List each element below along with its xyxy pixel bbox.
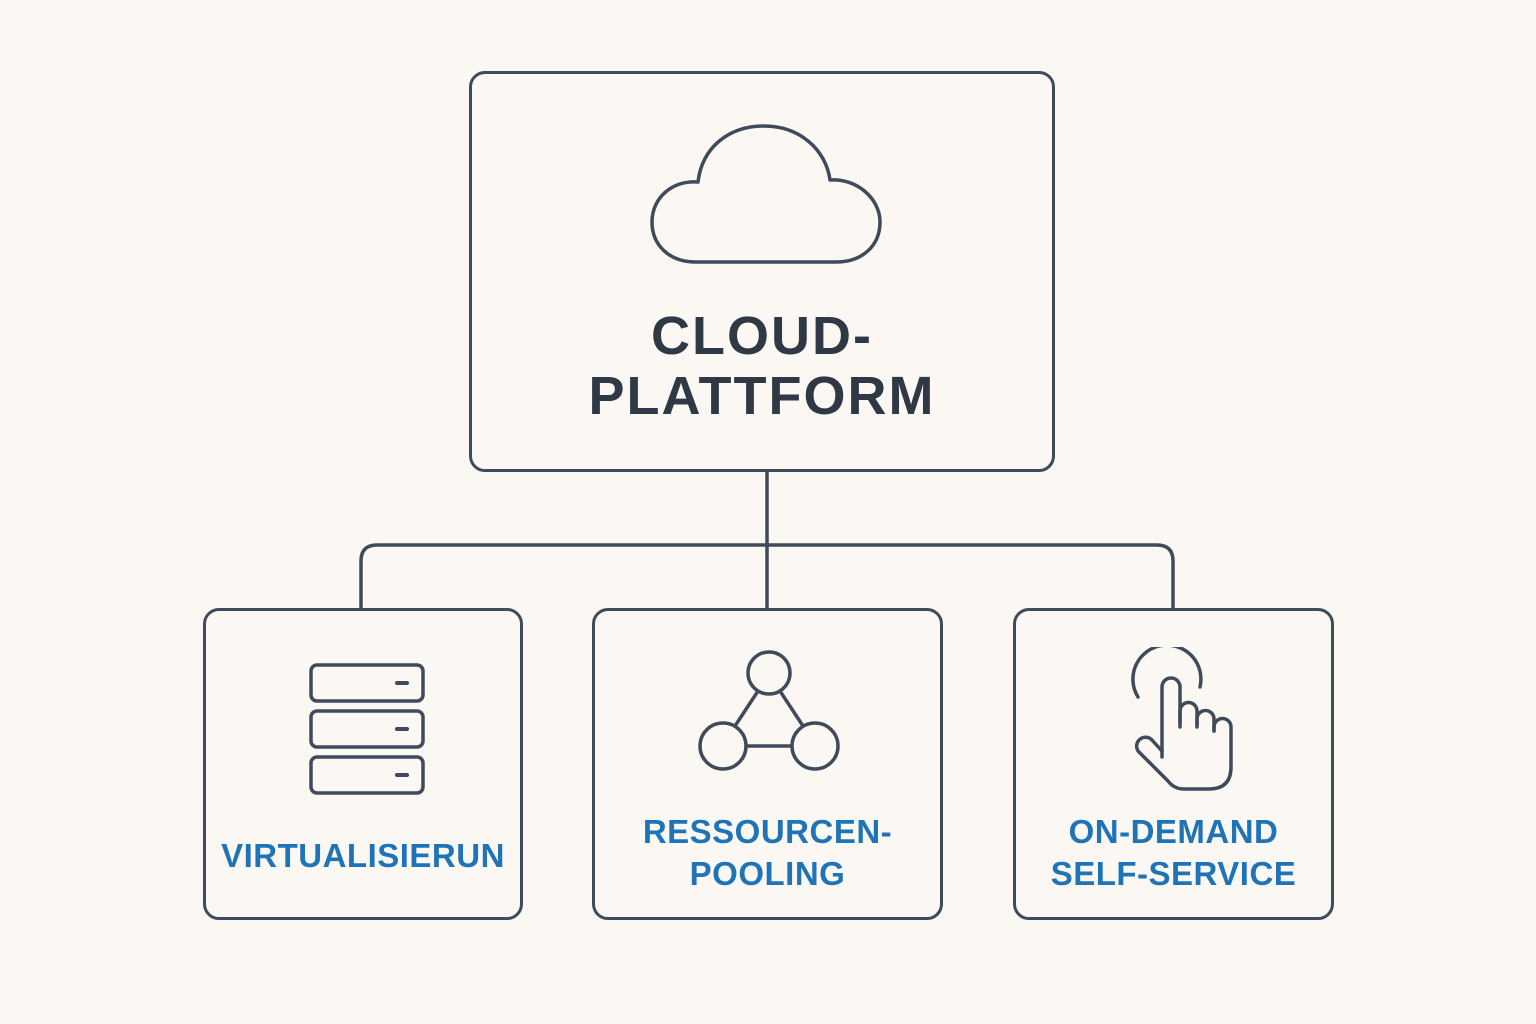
- root-title: CLOUD- PLATTFORM: [472, 306, 1052, 426]
- child-node-ressourcen-pooling: RESSOURCEN- POOLING: [592, 608, 943, 920]
- child-node-virtualisierung: VIRTUALISIERUN: [203, 608, 523, 920]
- server-stack-icon: [309, 663, 425, 795]
- child-label-line1: VIRTUALISIERUN: [221, 837, 505, 874]
- child-label-line1: ON-DEMAND: [1068, 813, 1279, 850]
- network-nodes-icon: [698, 650, 840, 771]
- branch-line: [359, 543, 1175, 610]
- pointing-hand-icon: [1131, 647, 1233, 791]
- root-title-line1: CLOUD-: [651, 306, 873, 366]
- child-label-line2: SELF-SERVICE: [1050, 855, 1297, 892]
- root-title-line2: PLATTFORM: [588, 366, 936, 426]
- child-label: RESSOURCEN- POOLING: [595, 811, 940, 895]
- child-node-on-demand-self-service: ON-DEMAND SELF-SERVICE: [1013, 608, 1334, 920]
- child-label: ON-DEMAND SELF-SERVICE: [1016, 811, 1331, 895]
- child-label-line1: RESSOURCEN-: [642, 813, 893, 850]
- root-node-cloud-platform: CLOUD- PLATTFORM: [469, 71, 1055, 472]
- child-label-line2: POOLING: [689, 855, 846, 892]
- child-label: VIRTUALISIERUN: [206, 835, 520, 877]
- cloud-icon: [650, 124, 882, 264]
